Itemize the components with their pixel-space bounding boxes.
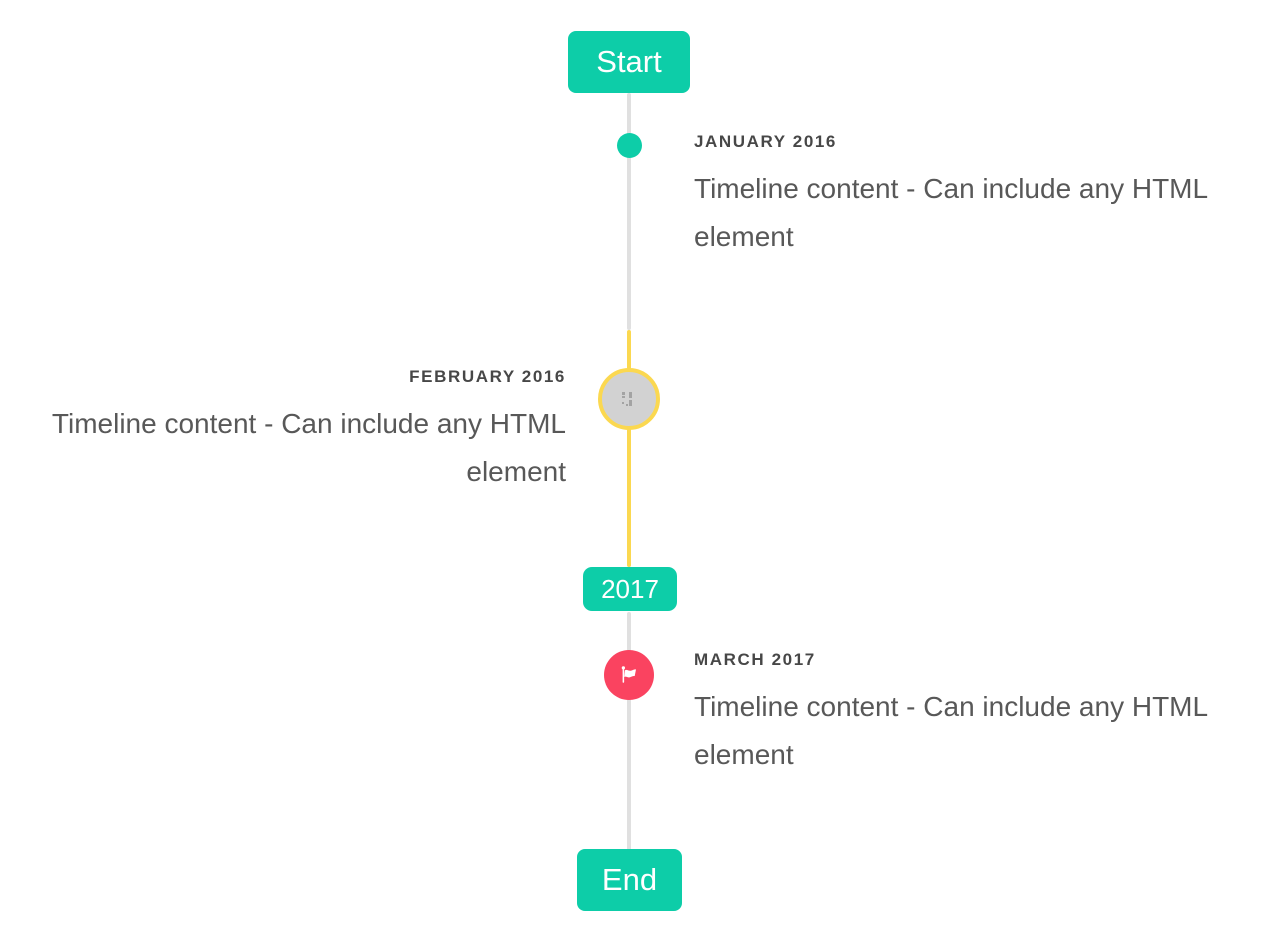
timeline-2017-label: 2017 bbox=[601, 573, 659, 604]
timeline-item-february-2016: FEBRUARY 2016 Timeline content - Can inc… bbox=[39, 366, 566, 496]
timeline-start-label: Start bbox=[596, 44, 662, 79]
timeline-start-badge: Start bbox=[568, 31, 690, 93]
timeline-item-date: FEBRUARY 2016 bbox=[409, 367, 566, 386]
timeline-2017-badge: 2017 bbox=[583, 567, 677, 611]
timeline-line-segment-gray-top bbox=[627, 93, 631, 330]
timeline-end-badge: End bbox=[577, 849, 682, 911]
flag-icon bbox=[618, 664, 641, 687]
timeline-item-march-2017: MARCH 2017 Timeline content - Can includ… bbox=[694, 649, 1222, 779]
timeline-line-segment-yellow bbox=[627, 330, 631, 567]
timeline-dot-january bbox=[617, 133, 642, 158]
timeline-item-date: JANUARY 2016 bbox=[694, 132, 837, 151]
timeline-item-content: Timeline content - Can include any HTML … bbox=[51, 408, 566, 487]
broken-image-icon bbox=[619, 391, 640, 408]
timeline-end-label: End bbox=[601, 862, 658, 897]
timeline-avatar-february bbox=[598, 368, 660, 430]
timeline-line-segment-gray-bottom bbox=[627, 612, 631, 851]
timeline-item-date: MARCH 2017 bbox=[694, 650, 816, 669]
timeline-item-january-2016: JANUARY 2016 Timeline content - Can incl… bbox=[694, 131, 1222, 261]
timeline-flag-marker-march bbox=[604, 650, 654, 700]
timeline-item-content: Timeline content - Can include any HTML … bbox=[694, 691, 1208, 770]
timeline-item-content: Timeline content - Can include any HTML … bbox=[694, 173, 1208, 252]
